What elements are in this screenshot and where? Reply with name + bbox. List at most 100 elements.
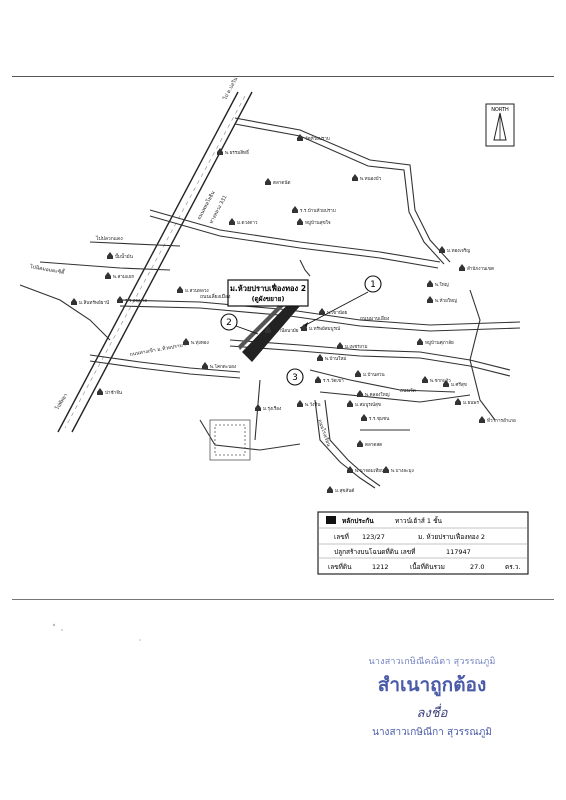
place-label: พ.หนองบัว: [360, 175, 382, 182]
place-marker: พ.บ้านใหม่: [317, 354, 346, 362]
place-label: พ.บ้านใหม่: [325, 356, 346, 362]
building-icon: [479, 416, 485, 423]
project-title: ม.ห้วยปราบเฟื่องทอง 2: [230, 282, 306, 293]
place-label: พ.คลองใหญ่: [365, 392, 390, 398]
building-icon: [297, 400, 303, 407]
building-icon: [327, 486, 333, 493]
scan-marks: [52, 623, 141, 641]
building-icon: [297, 218, 303, 225]
place-label: วัดห้วยปราบ: [305, 135, 330, 142]
building-icon: [357, 390, 363, 397]
place-label: พ.ห้วยใหญ่: [435, 298, 457, 304]
road-label-soi-d: ถนนวัด: [400, 388, 416, 394]
building-icon: [427, 296, 433, 303]
place-marker: ตลาดนัด: [265, 178, 291, 186]
place-marker: ม.สวนหลวง: [177, 286, 209, 294]
place-marker: พ.เขาน้อย: [319, 308, 348, 316]
place-label: ตลาดนัด: [273, 179, 291, 186]
legend-box: หลักประกัน ทาวน์เฮ้าส์ 1 ชั้น เลขที่ 123…: [317, 511, 529, 575]
place-label: พ.บางละมุง: [391, 468, 414, 474]
place-marker: ร.ร.บ้านห้วยปราบ: [292, 206, 336, 214]
place-label: ตลาดสด: [365, 442, 382, 448]
place-label: ร.ร.อนุบาล: [125, 298, 147, 304]
place-marker: ร.ร.อนุบาล: [117, 296, 147, 304]
building-icon: [297, 134, 303, 141]
project-subtitle: (ดูผังขยาย): [252, 295, 285, 304]
svg-text:1: 1: [370, 280, 376, 290]
building-icon: [355, 370, 361, 377]
building-icon: [317, 354, 323, 361]
place-label: ม.สมบูรณ์สุข: [355, 401, 381, 408]
place-markers: วัดห้วยปราบพ.ธรรมสิทธิ์ร.ร.บ้านห้วยปราบต…: [71, 134, 516, 494]
building-icon: [97, 388, 103, 395]
land-parcels: [209, 419, 251, 461]
road-label-top: ไป ต.บ่อวิน: [221, 75, 239, 101]
place-marker: ม.สินทรัพย์ธานี: [71, 298, 110, 306]
place-marker: พ.ธรรมสิทธิ์: [217, 148, 250, 156]
legend-swatch: [326, 516, 336, 524]
north-label: NORTH: [491, 107, 509, 113]
place-marker: ม.ธนพร: [455, 398, 479, 406]
map-frame: [12, 76, 554, 600]
legend-type: ทาวน์เฮ้าส์ 1 ชั้น: [395, 516, 443, 525]
legend-heading: หลักประกัน: [342, 517, 374, 525]
place-marker: พ.ห้วยใหญ่: [427, 296, 457, 304]
place-label: ม.ศรีสุข: [451, 381, 467, 388]
place-label: พ.ใหญ่: [435, 282, 449, 288]
project-callout: ม.ห้วยปราบเฟื่องทอง 2 (ดูผังขยาย): [227, 279, 309, 307]
building-icon: [301, 324, 307, 331]
road-label-soi-a: ถนนเลี่ยงเมือง: [200, 293, 231, 300]
place-marker: พ.สามแยก: [105, 272, 135, 280]
main-highway: [57, 91, 253, 433]
building-icon: [217, 148, 223, 155]
road-label-soi-b: ถนนมาบเอียง: [360, 315, 390, 322]
place-label: ร.ร.ชุมชน: [369, 416, 390, 422]
building-icon: [347, 400, 353, 407]
building-icon: [255, 404, 261, 411]
place-label: พ.นาจอมเทียน: [355, 467, 385, 474]
place-marker: พ.โคกตะบอง: [202, 362, 236, 370]
building-icon: [292, 206, 298, 213]
road-label-bottom-left: ไปพัทยา: [53, 392, 69, 412]
building-icon: [177, 286, 183, 293]
place-marker: ม.ดวงดาว: [229, 218, 258, 226]
place-label: ม.สุขสันต์: [335, 487, 354, 494]
building-icon: [265, 178, 271, 185]
certified-copy-stamp: นางสาวเกษิณีคณิตา สุวรรณภูมิ สำเนาถูกต้อ…: [332, 650, 532, 750]
place-label: ร.ร.บ้านห้วยปราบ: [300, 208, 336, 214]
place-marker: ม.รุ่งเรือง: [255, 404, 281, 412]
place-label: ม.บ้านสวน: [363, 372, 386, 378]
place-label: ป่าช้าจีน: [105, 389, 123, 396]
place-marker: ปั๊มน้ำมัน: [107, 252, 134, 260]
building-icon: [71, 298, 77, 305]
legend-deed-label: ปลูกสร้างบนโฉนดที่ดิน เลขที่: [334, 547, 415, 556]
building-icon: [383, 466, 389, 473]
place-marker: ม.สุขสันต์: [327, 486, 354, 494]
stamp-header: นางสาวเกษิณีคณิตา สุวรรณภูมิ: [368, 657, 496, 667]
stamp-signature: ลงชื่อ: [416, 706, 448, 721]
north-compass: NORTH: [485, 103, 515, 147]
legend-no-value: 123/27: [362, 533, 385, 541]
building-icon: [229, 218, 235, 225]
place-label: สถานีอนามัย: [273, 327, 299, 334]
place-marker: ม.เพชรงาม: [337, 342, 368, 350]
svg-text:2: 2: [226, 318, 232, 328]
place-marker: ร.ร.วัดเขา: [315, 376, 344, 384]
place-label: ม.ธนพร: [463, 400, 479, 406]
building-icon: [439, 246, 445, 253]
place-marker: พ.คลองใหญ่: [357, 390, 390, 398]
road-label-lower: ถนนทางเข้า ม.ห้วยปราบฯ: [129, 341, 186, 358]
place-label: พ.ทุ่งทอง: [191, 340, 209, 346]
place-marker: ป่าช้าจีน: [97, 388, 123, 396]
place-label: พ.เขาน้อย: [327, 310, 348, 316]
place-label: ปั๊มน้ำมัน: [115, 253, 134, 260]
lower-roads: [19, 284, 410, 489]
place-marker: ตลาดสด: [357, 440, 382, 448]
mid-roads: [119, 289, 521, 441]
stamp-name: นางสาวเกษิณีกา สุวรรณภูมิ: [372, 727, 492, 738]
legend-land-value: 1212: [372, 563, 389, 571]
place-label: พ.ธรรมสิทธิ์: [225, 148, 250, 156]
place-marker: ม.ทองเจริญ: [439, 246, 470, 254]
place-marker: พ.วังหิน: [297, 400, 321, 408]
place-marker: พ.ทุ่งทอง: [183, 338, 209, 346]
